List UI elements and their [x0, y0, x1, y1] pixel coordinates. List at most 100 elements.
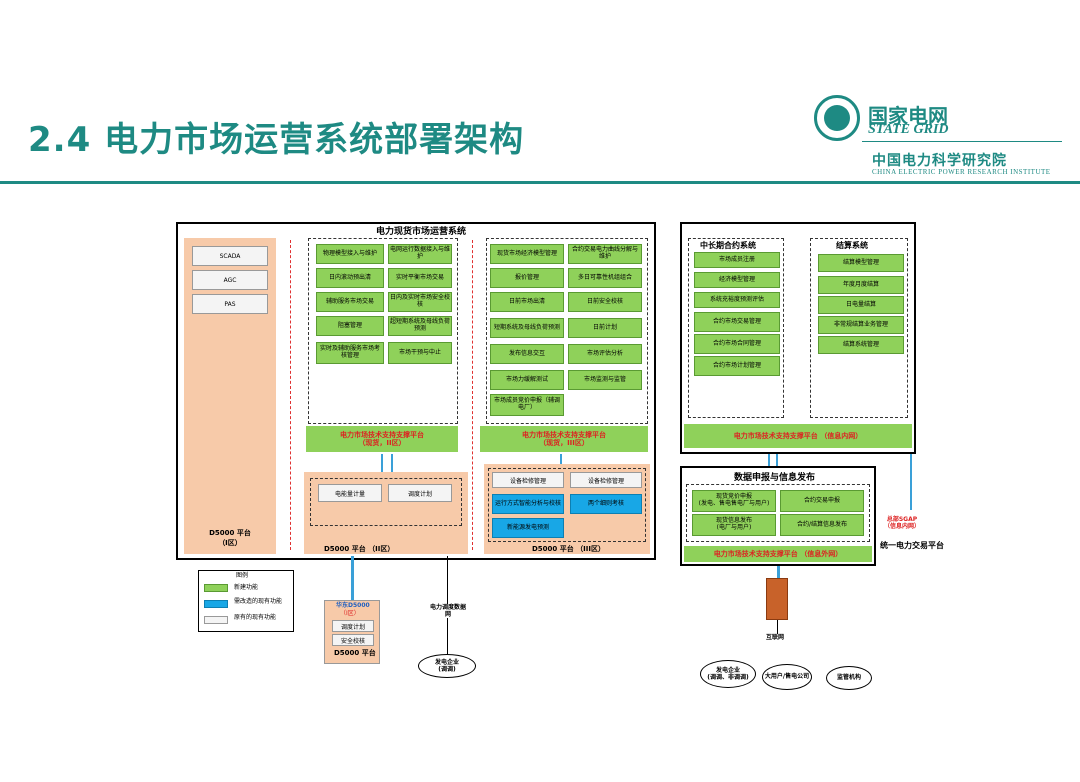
- state-grid-logo-inner: [824, 105, 850, 131]
- mid-declare-arrow: [768, 454, 770, 468]
- module: 实时及辅助服务市场考核管理: [316, 342, 384, 364]
- firewall-icon: [766, 578, 788, 620]
- gen-enterprise-left: 发电企业 (调调): [418, 654, 476, 678]
- module: 市场力缓解测试: [490, 370, 564, 390]
- settlement-system-box: [810, 238, 908, 418]
- intranet-support-platform: 电力市场技术支持支撑平台 （信息内网）: [684, 424, 912, 448]
- ext-regulator: 监管机构: [826, 666, 872, 690]
- contract-item: 合约市场合同管理: [694, 334, 780, 354]
- zone2-platform-label: D5000 平台 （II区）: [324, 545, 395, 553]
- legend-new-label: 新建功能: [234, 584, 259, 591]
- zone-separator-2: [472, 240, 473, 550]
- module: 阻塞管理: [316, 316, 384, 336]
- module: 日前计划: [568, 318, 642, 338]
- sgap-label: 总部SGAP （信息内网）: [884, 516, 921, 531]
- equipment-box: 设备检修管理: [492, 472, 564, 488]
- zone2-support-platform: 电力市场技术支持支撑平台 （现货，II区）: [306, 426, 458, 452]
- unified-trading-platform: 统一电力交易平台: [880, 541, 944, 550]
- module: 日前市场出清: [490, 292, 564, 312]
- module: 短期系统及母线负荷预测: [490, 318, 564, 338]
- module: 辅助服务市场交易: [316, 292, 384, 312]
- org-name-en: CHINA ELECTRIC POWER RESEARCH INSTITUTE: [872, 168, 1051, 176]
- north-item: 调度计划: [332, 620, 374, 632]
- declare-item: 合约交易申报: [780, 490, 864, 512]
- declare-inner-box: [686, 484, 870, 542]
- equipment-box: 设备检修管理: [570, 472, 642, 488]
- energy-metering-box: 电能量计量: [318, 484, 382, 502]
- settle-item: 结算系统管理: [818, 336, 904, 354]
- ext-gen-enterprise: 发电企业 (调调、非调调): [700, 660, 756, 688]
- module: 现货市场经济模型管理: [490, 244, 564, 264]
- declare-title: 数据申报与信息发布: [734, 473, 816, 483]
- north-item: 安全校核: [332, 634, 374, 646]
- module: 实时平衡市场交易: [388, 268, 452, 288]
- internet-label: 互联网: [766, 634, 785, 641]
- org-name-cn: 中国电力科学研究院: [872, 153, 1007, 169]
- north-d5000-sub: （I区）: [340, 610, 360, 617]
- mid-unified-arrow: [910, 454, 912, 510]
- assessment-box: 两个细则考核: [570, 494, 642, 514]
- settle-item: 日电量结算: [818, 296, 904, 314]
- scada-box: SCADA: [192, 246, 268, 266]
- dispatch-net-label: 电力调度数据网: [430, 604, 467, 619]
- zone2-sync-arrow: [391, 454, 393, 472]
- legend-swatch-existing: [204, 616, 228, 624]
- internet-arrow: [777, 566, 780, 578]
- settle-item: 非常规结算业务管理: [818, 316, 904, 334]
- declare-item: 合约/结算信息发布: [780, 514, 864, 536]
- contract-item: 合约市场交易管理: [694, 312, 780, 332]
- dispatch-plan-box: 调度计划: [388, 484, 452, 502]
- contract-system-box: [688, 238, 784, 418]
- module: 市场成员竞价申报（辅调电厂）: [490, 394, 564, 416]
- module: 多日可靠性机组组合: [568, 268, 642, 288]
- legend-modify-label: 需改造的现有功能: [234, 598, 283, 605]
- ext-large-user: 大用户/售电公司: [762, 664, 812, 690]
- zone3-support-platform: 电力市场技术支持支撑平台 （现货，III区）: [480, 426, 648, 452]
- module: 市场监测与监管: [568, 370, 642, 390]
- zone2-sync-arrow: [381, 454, 383, 472]
- contract-item: 市场成员注册: [694, 252, 780, 268]
- spot-market-title: 电力现货市场运营系统: [376, 227, 467, 237]
- agc-box: AGC: [192, 270, 268, 290]
- zone-separator-1: [290, 240, 291, 550]
- logo-divider: [862, 141, 1062, 142]
- zone2-lower-box: [310, 478, 462, 526]
- north-d5000-title: 华东D5000: [336, 602, 370, 609]
- module: 报价管理: [490, 268, 564, 288]
- pas-box: PAS: [192, 294, 268, 314]
- module: 日前安全校核: [568, 292, 642, 312]
- legend-box: [198, 570, 294, 632]
- title-rule: [0, 181, 1080, 184]
- extranet-support-platform: 电力市场技术支持支撑平台 （信息外网）: [684, 546, 872, 562]
- module: 市场干预与中止: [388, 342, 452, 364]
- zone3-modules-box: [486, 238, 648, 424]
- north-platform-label: D5000 平台: [334, 649, 376, 657]
- declare-item: 现货信息发布 (电厂与用户): [692, 514, 776, 536]
- module: 超短期系统及母线负荷预测: [388, 316, 452, 336]
- internet-line: [777, 620, 778, 634]
- module: 日内滚动预出清: [316, 268, 384, 288]
- zone3-sync-arrow: [560, 454, 562, 464]
- contract-item: 合约市场计划管理: [694, 356, 780, 376]
- renewable-forecast-box: 新能源发电预测: [492, 518, 564, 538]
- module: 发布信息交互: [490, 344, 564, 364]
- module: 合约交易电力曲线分解与维护: [568, 244, 642, 264]
- module: 日内及实时市场安全校核: [388, 292, 452, 312]
- settlement-system-title: 结算系统: [836, 241, 868, 250]
- logo-cn: 国家电网: [868, 104, 948, 128]
- contract-item: 系统充裕度预测评估: [694, 292, 780, 308]
- contract-system-title: 中长期合约系统: [700, 241, 756, 250]
- legend-existing-label: 原有的现有功能: [234, 614, 277, 621]
- north-d5000-panel: [324, 600, 380, 664]
- zone1-panel: [184, 238, 276, 554]
- operation-analysis-box: 运行方式智能分析与校核: [492, 494, 564, 514]
- zone3-lower-box: [488, 468, 646, 542]
- settle-item: 结算模型管理: [818, 254, 904, 272]
- legend-swatch-modify: [204, 600, 228, 608]
- legend-title: 图例: [236, 572, 249, 579]
- state-grid-logo-icon: [814, 95, 860, 141]
- slide-title: 2.4 电力市场运营系统部署架构: [28, 120, 525, 160]
- contract-item: 经济模型管理: [694, 272, 780, 288]
- legend-swatch-new: [204, 584, 228, 592]
- module: 市场评估分析: [568, 344, 642, 364]
